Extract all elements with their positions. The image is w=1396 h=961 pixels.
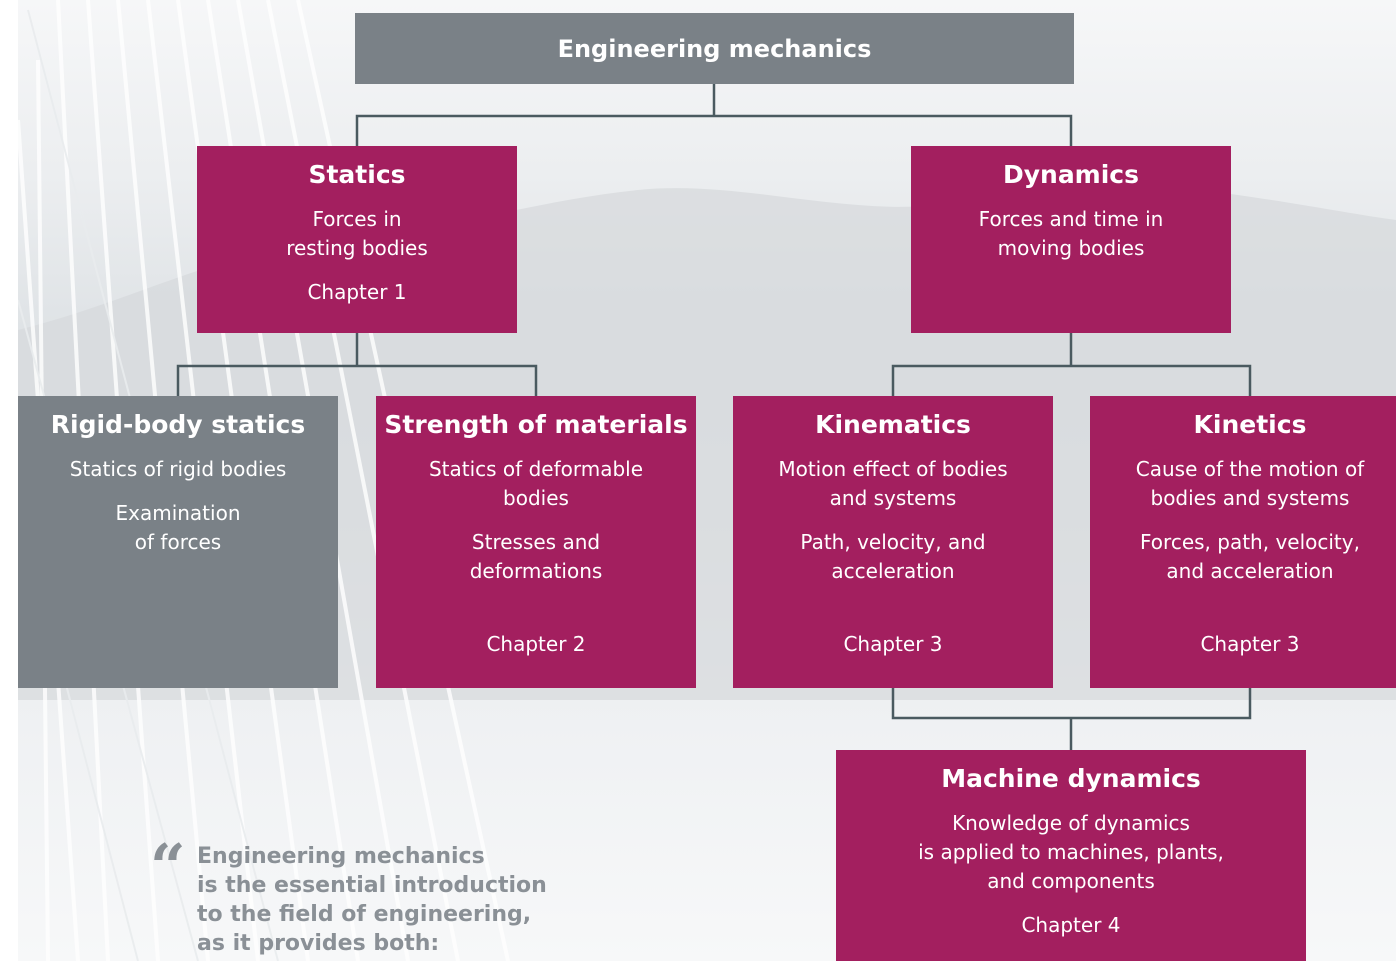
node-rigid-desc-line: Examination [115, 501, 241, 525]
root-node-title: Engineering mechanics [557, 34, 872, 63]
node-statics-desc-line: Forces in [312, 207, 402, 231]
node-strength-desc-line: Stresses and [471, 530, 601, 554]
node-machine-desc-line: and components [987, 869, 1155, 893]
node-statics-title: Statics [308, 160, 406, 189]
node-kinetics: Kinetics Cause of the motion of bodies a… [1090, 396, 1396, 688]
node-kinetics-title: Kinetics [1193, 410, 1307, 439]
node-kinetics-desc-line: Forces, path, velocity, [1140, 530, 1360, 554]
quote-line: Engineering mechanics [197, 844, 485, 869]
node-dynamics-desc-line: moving bodies [997, 236, 1145, 260]
node-statics-chapter: Chapter 1 [307, 280, 407, 304]
node-strength-title: Strength of materials [384, 410, 688, 439]
quote-line: to the field of engineering, [197, 902, 532, 927]
connector-machine-branch [891, 688, 1252, 720]
node-machine-dynamics: Machine dynamics Knowledge of dynamics i… [836, 750, 1306, 961]
node-machine-desc-line: Knowledge of dynamics [952, 811, 1190, 835]
node-kinetics-desc-line: Cause of the motion of [1135, 457, 1365, 481]
node-kinematics-title: Kinematics [815, 410, 971, 439]
node-strength-desc-line: Statics of deformable [428, 457, 644, 481]
node-dynamics-desc-line: Forces and time in [978, 207, 1164, 231]
node-machine-chapter: Chapter 4 [1021, 913, 1121, 937]
node-kinetics-desc-line: bodies and systems [1150, 486, 1350, 510]
node-kinematics-desc-line: and systems [829, 486, 957, 510]
node-kinematics-desc-line: Motion effect of bodies [778, 457, 1008, 481]
node-kinetics-desc-line: and acceleration [1166, 559, 1334, 583]
node-strength-desc-line: bodies [503, 486, 569, 510]
node-machine-desc-line: is applied to machines, plants, [918, 840, 1224, 864]
connector-dynamics-branch [891, 364, 1252, 396]
node-statics-desc-line: resting bodies [286, 236, 428, 260]
node-rigid-title: Rigid-body statics [50, 410, 306, 439]
node-strength-desc-line: deformations [469, 559, 603, 583]
quote-line: as it provides both: [197, 931, 440, 956]
node-kinematics-chapter: Chapter 3 [843, 632, 943, 656]
node-rigid-desc-line: Statics of rigid bodies [69, 457, 287, 481]
node-strength-chapter: Chapter 2 [486, 632, 586, 656]
node-kinematics-desc-line: acceleration [831, 559, 955, 583]
quote-mark-icon: “ [150, 830, 186, 903]
node-kinetics-chapter: Chapter 3 [1200, 632, 1300, 656]
node-statics: Statics Forces in resting bodies Chapter… [197, 146, 517, 333]
connector-root-branch [355, 114, 1073, 146]
node-dynamics: Dynamics Forces and time in moving bodie… [911, 146, 1231, 333]
node-strength-of-materials: Strength of materials Statics of deforma… [376, 396, 696, 688]
node-kinematics-desc-line: Path, velocity, and [800, 530, 986, 554]
node-machine-title: Machine dynamics [941, 764, 1201, 793]
node-rigid-body-statics: Rigid-body statics Statics of rigid bodi… [18, 396, 338, 688]
quote-line: is the essential introduction [197, 873, 547, 898]
node-dynamics-title: Dynamics [1002, 160, 1140, 189]
root-node-engineering-mechanics: Engineering mechanics [355, 13, 1074, 84]
node-kinematics: Kinematics Motion effect of bodies and s… [733, 396, 1053, 688]
pull-quote: “ Engineering mechanics is the essential… [150, 836, 550, 958]
node-rigid-desc-line: of forces [134, 530, 222, 554]
connector-statics-branch [176, 364, 538, 396]
